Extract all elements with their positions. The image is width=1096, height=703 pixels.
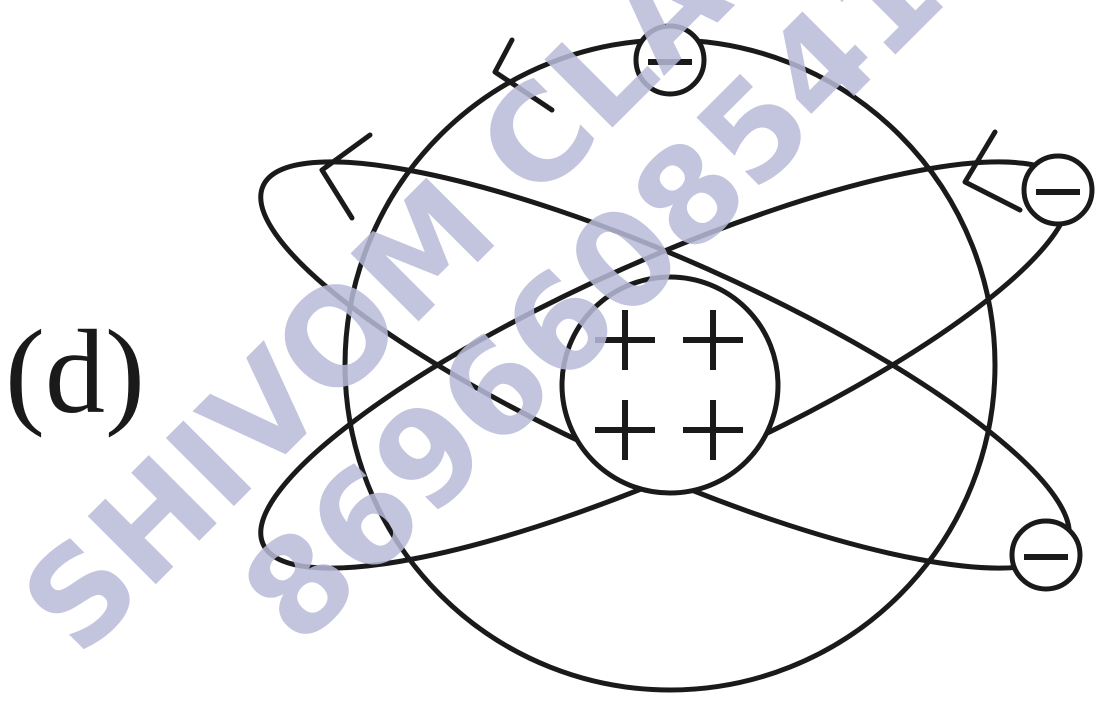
figure-label: (d) [5, 305, 145, 438]
electron-right-lower [1012, 521, 1080, 589]
electron-right-upper [1024, 156, 1092, 224]
orbit-arrow-right [965, 132, 1020, 210]
